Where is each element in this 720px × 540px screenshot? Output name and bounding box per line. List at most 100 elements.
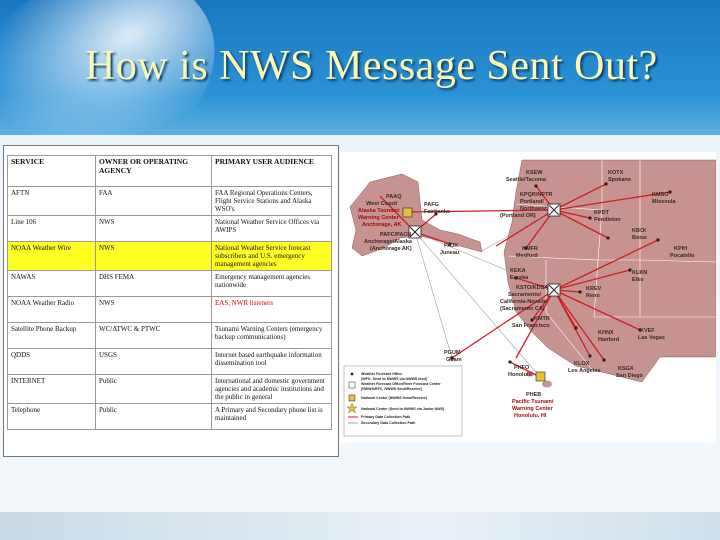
legend-item-2: Weather Forecast Office/River Forecast C… bbox=[361, 382, 441, 386]
slide-footer-band bbox=[0, 512, 720, 540]
label-pafg: PAFG bbox=[424, 202, 439, 208]
header-owner: OWNER OR OPERATING AGENCY bbox=[95, 155, 212, 187]
label-paaq-city-1: West Coast/ bbox=[366, 201, 398, 207]
label-ksto-city-3: (Sacramento CA) bbox=[500, 306, 545, 312]
label-paaq-city-4: Anchorage, AK bbox=[362, 222, 402, 228]
label-pheb-city-1: Pacific Tsunami bbox=[512, 399, 554, 405]
audience-cell: Internet based earthquake information di… bbox=[211, 348, 332, 376]
label-ksto-city-1: Sacramento/ bbox=[508, 292, 541, 298]
label-kpqr-city-2: Northwest bbox=[520, 206, 547, 212]
owner-cell: NWS bbox=[95, 215, 212, 243]
label-kpih-city: Pocatello bbox=[670, 253, 695, 259]
label-keka-city: Eureka bbox=[510, 275, 529, 281]
services-table-panel: SERVICE OWNER OR OPERATING AGENCY PRIMAR… bbox=[3, 145, 339, 457]
label-pajk-city: Juneau bbox=[440, 250, 459, 256]
map-labels: KSEW Seattle/Tacoma KOTX Spokane KMSO Mi… bbox=[358, 170, 695, 419]
label-phfo: PHFO bbox=[514, 365, 530, 371]
audience-cell: National Weather Service forecast subscr… bbox=[211, 241, 332, 272]
owner-cell: NWS bbox=[95, 241, 212, 272]
legend-item-6: Primary Data Collection Path bbox=[361, 415, 410, 419]
owner-cell: Public bbox=[95, 374, 212, 405]
label-klox: KLOX bbox=[574, 361, 590, 367]
label-pafc: PAFC/PACN bbox=[380, 232, 411, 238]
label-pafc-city-1: Anchorage/Alaska bbox=[364, 239, 413, 245]
label-kpqr-city-3: (Portland OR) bbox=[500, 213, 536, 219]
label-paaq: PAAQ bbox=[386, 194, 402, 200]
audience-cell: EAS, NWR listeners bbox=[211, 296, 332, 324]
service-cell: AFTN bbox=[7, 185, 96, 217]
legend-rfc-icon bbox=[348, 381, 356, 389]
label-paaq-city-3: Warning Center bbox=[358, 215, 400, 221]
label-ksgx-city: San Diego bbox=[616, 373, 644, 379]
legend-item-0: Weather Forecast Office bbox=[361, 372, 402, 376]
label-kboi: KBOI bbox=[632, 228, 646, 234]
slide-title: How is NWS Message Sent Out? bbox=[85, 43, 658, 89]
label-kmso: KMSO bbox=[652, 192, 669, 198]
audience-cell: National Weather Service Offices via AWI… bbox=[211, 215, 332, 243]
label-keka: KEKA bbox=[510, 268, 526, 274]
label-kboi-city: Boise bbox=[632, 235, 647, 241]
label-ksto: KSTO/KDSA bbox=[516, 285, 548, 291]
label-klkn: KLKN bbox=[632, 270, 647, 276]
label-pheb: PHEB bbox=[526, 392, 541, 398]
label-ksgx: KSGX bbox=[618, 366, 634, 372]
label-paaq-city-2: Alaska Tsunami bbox=[358, 208, 400, 214]
label-pafg-city: Fairbanks bbox=[424, 209, 450, 215]
hub-markers bbox=[402, 203, 561, 382]
state-borders bbox=[507, 160, 716, 383]
map-legend: Weather Forecast Office [WFO, Send to NW… bbox=[343, 365, 463, 437]
label-khnx-city: Hanford bbox=[598, 337, 619, 343]
label-klox-city: Los Angeles bbox=[568, 368, 601, 374]
label-kmso-city: Missoula bbox=[652, 199, 676, 205]
legend-star-icon bbox=[346, 402, 358, 414]
label-ksto-city-2: California-Nevada bbox=[500, 299, 548, 305]
label-kotx: KOTX bbox=[608, 170, 624, 176]
service-cell: INTERNET bbox=[7, 374, 96, 405]
label-kpdt-city: Pendleton bbox=[594, 217, 621, 223]
label-kpdt: KPDT bbox=[594, 210, 610, 216]
label-kmtr-city: San Francisco bbox=[512, 323, 550, 329]
service-cell: Satellite Phone Backup bbox=[7, 322, 96, 350]
audience-cell: Tsunami Warning Centers (emergency backu… bbox=[211, 322, 332, 350]
legend-item-5: National Center (Send to NWWS via Junior… bbox=[361, 407, 445, 411]
label-ksew-city: Seattle/Tacoma bbox=[506, 177, 547, 183]
label-kpih: KPIH bbox=[674, 246, 687, 252]
audience-cell: A Primary and Secondary phone list is ma… bbox=[211, 403, 332, 431]
slide-header bbox=[0, 0, 720, 217]
service-cell: NOAA Weather Wire bbox=[7, 241, 96, 272]
label-pajk: PAJK bbox=[444, 243, 458, 249]
distribution-map-svg: KSEW Seattle/Tacoma KOTX Spokane KMSO Mi… bbox=[340, 152, 716, 442]
label-kotx-city: Spokane bbox=[608, 177, 631, 183]
label-krev: KREV bbox=[586, 286, 602, 292]
label-pheb-city-3: Honolulu, HI bbox=[514, 413, 547, 419]
label-pheb-city-2: Warning Center bbox=[512, 406, 554, 412]
legend-item-3: [NWWS/RFC, NWWS Send/Receive] bbox=[361, 387, 422, 391]
owner-cell: FAA bbox=[95, 185, 212, 217]
legend-item-4: National Center (NWWS Send/Receive) bbox=[361, 396, 428, 400]
legend-item-1: [WFO, Send to NWWS via NWWS feed] bbox=[361, 377, 427, 381]
owner-cell: USGS bbox=[95, 348, 212, 376]
service-cell: NOAA Weather Radio bbox=[7, 296, 96, 324]
label-kvef: KVEF bbox=[640, 328, 655, 334]
label-kmtr: KMTR bbox=[534, 316, 550, 322]
services-table: SERVICE OWNER OR OPERATING AGENCY PRIMAR… bbox=[7, 155, 332, 431]
label-kmfr: KMFR bbox=[522, 246, 538, 252]
distribution-map: KSEW Seattle/Tacoma KOTX Spokane KMSO Mi… bbox=[340, 152, 716, 442]
label-pgum: PGUM bbox=[444, 350, 461, 356]
label-phfo-city: Honolulu bbox=[508, 372, 532, 378]
header-service: SERVICE bbox=[7, 155, 96, 187]
service-cell: Line 106 bbox=[7, 215, 96, 243]
label-ksew: KSEW bbox=[526, 170, 543, 176]
audience-cell: International and domestic government ag… bbox=[211, 374, 332, 405]
owner-cell: WC/ATWC & PTWC bbox=[95, 322, 212, 350]
station-markers bbox=[434, 182, 672, 364]
